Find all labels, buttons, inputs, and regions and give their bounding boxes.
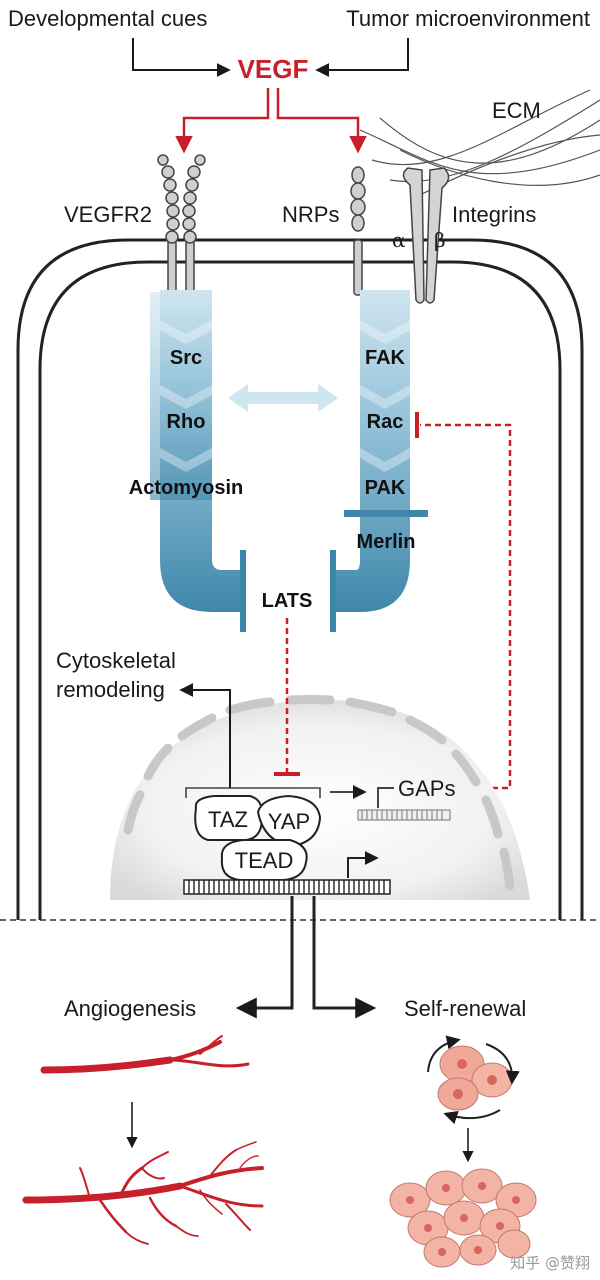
cell-membrane-outer <box>16 238 584 920</box>
alpha-label: α <box>392 228 406 252</box>
vegfr2-receptor <box>157 154 206 321</box>
angiogenesis-label: Angiogenesis <box>64 996 196 1021</box>
nucleus-body <box>110 699 530 900</box>
integrin-receptor <box>402 167 450 304</box>
rac-inhibition-bar-icon <box>415 412 419 438</box>
transcription-start-arrow-icon <box>347 851 379 878</box>
tead-label: TEAD <box>235 848 294 873</box>
yap-taz-bracket <box>185 787 321 798</box>
lats-right-inhibition-bar-icon <box>330 550 336 632</box>
angiogenesis-arrow-icon <box>235 896 294 1019</box>
nrps-receptor <box>350 166 366 296</box>
src-label: Src <box>170 347 202 369</box>
right-pathway-column <box>336 290 410 612</box>
target-gene-dna-icon <box>183 879 391 895</box>
expanded-cell-cluster <box>389 1168 537 1268</box>
developmental-cues-label: Developmental cues <box>8 6 207 31</box>
self-renewal-arrow-icon <box>312 896 377 1019</box>
lats-label: LATS <box>262 590 313 612</box>
cycle-arrows-icon <box>427 1035 520 1125</box>
gaps-label: GAPs <box>398 776 455 801</box>
gaps-dna-icon <box>357 809 451 821</box>
pak-label: PAK <box>365 477 406 499</box>
cell-membrane-inner <box>38 260 562 920</box>
self-renewal-label: Self-renewal <box>404 996 526 1021</box>
vegf-to-nrps-arrow-icon <box>276 88 367 154</box>
merlin-inhibition-bar-icon <box>344 510 428 517</box>
blood-vessel-simple-icon <box>40 1035 250 1074</box>
merlin-label: Merlin <box>357 531 416 553</box>
cytoskeletal-arrow-icon <box>179 683 231 788</box>
watermark-label: 知乎 @赞翔 <box>510 1254 590 1272</box>
integrins-label: Integrins <box>452 202 536 227</box>
tead-protein <box>220 839 308 881</box>
yap-label: YAP <box>268 809 310 834</box>
nrps-label: NRPs <box>282 202 339 227</box>
rac-label: Rac <box>367 411 404 433</box>
cell-cycle-cluster <box>437 1045 513 1111</box>
blood-vessel-branched-icon <box>22 1141 264 1245</box>
lats-left-inhibition-bar-icon <box>240 550 246 632</box>
taz-label: TAZ <box>208 807 248 832</box>
yap-taz-inhibition-bar-icon <box>274 772 300 776</box>
vegf-label: VEGF <box>238 54 309 84</box>
vegf-to-vegfr2-arrow-icon <box>175 88 270 154</box>
developmental-arrow-icon <box>132 38 231 77</box>
fak-label: FAK <box>365 347 406 369</box>
vegfr2-label: VEGFR2 <box>64 202 152 227</box>
beta-label: β <box>434 228 446 252</box>
nuclear-envelope-segments <box>123 695 515 891</box>
actomyosin-label: Actomyosin <box>129 477 243 499</box>
tumor-microenvironment-label: Tumor microenvironment <box>346 6 590 31</box>
ecm-fibers <box>359 89 600 196</box>
tumor-arrow-icon <box>315 38 409 77</box>
cytoskeletal-label-line2: remodeling <box>56 677 165 702</box>
crosstalk-double-arrow-icon <box>228 384 338 412</box>
cytoskeletal-label-line1: Cytoskeletal <box>56 648 176 673</box>
rho-label: Rho <box>167 411 206 433</box>
ecm-label: ECM <box>492 98 541 123</box>
